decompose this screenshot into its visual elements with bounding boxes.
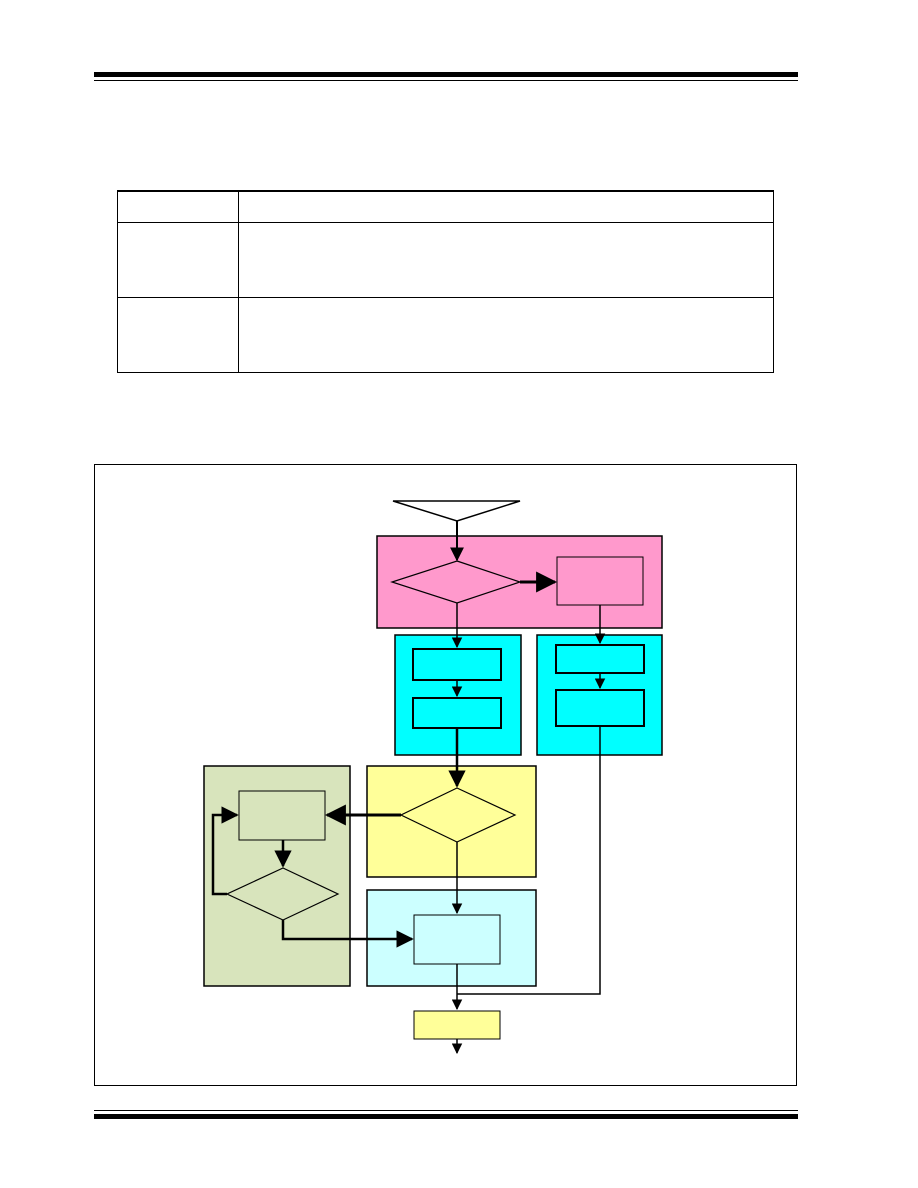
figure-frame bbox=[94, 464, 797, 1086]
table-cell bbox=[117, 297, 239, 373]
process-box-cyan-4 bbox=[555, 689, 645, 727]
start-triangle bbox=[392, 500, 521, 522]
table-row bbox=[117, 222, 774, 298]
connector bbox=[211, 806, 239, 896]
table-cell bbox=[117, 190, 239, 223]
process-box-light-cyan bbox=[413, 914, 501, 965]
description-table bbox=[117, 190, 774, 373]
process-box-end bbox=[413, 1010, 501, 1040]
process-box-cyan-1 bbox=[412, 648, 502, 681]
process-box-green bbox=[238, 790, 326, 841]
process-box-pink bbox=[556, 556, 644, 606]
table-cell bbox=[238, 222, 774, 298]
footer-rule-thin bbox=[94, 1110, 798, 1111]
table-cell bbox=[238, 297, 774, 373]
footer-rule-thick bbox=[94, 1114, 798, 1119]
process-box-cyan-2 bbox=[412, 697, 502, 729]
table-row bbox=[117, 297, 774, 373]
header-rule-thin bbox=[94, 80, 798, 81]
table-header-row bbox=[117, 190, 774, 223]
header-rule-thick bbox=[94, 72, 798, 77]
process-box-cyan-3 bbox=[555, 644, 645, 674]
table-cell bbox=[238, 190, 774, 223]
connector bbox=[281, 920, 414, 948]
connector bbox=[457, 726, 601, 995]
